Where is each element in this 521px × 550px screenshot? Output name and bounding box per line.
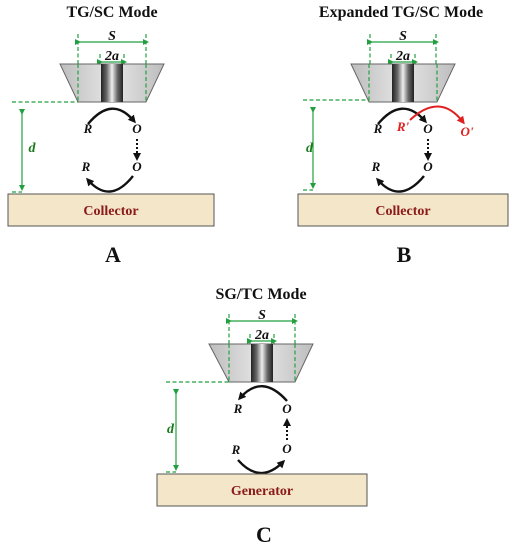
species-r-bottom: R [371,159,381,174]
panel-letter: C [256,522,272,547]
species-o-top: O [132,121,142,136]
species-o-top: O [282,401,292,416]
tip-diameter-dimension: 2a [388,49,418,65]
panel-a-title: TG/SC Mode [66,4,157,21]
distance-dimension: d [166,381,229,473]
substrate-collector [7,193,215,227]
species-o-bottom: O [132,159,142,174]
oxidation-arrow-top [87,107,136,125]
reduction-arrow-bottom [86,175,134,193]
distance-label: d [306,141,314,156]
panel-b-title: Expanded TG/SC Mode [319,4,483,21]
substrate-label: Generator [231,484,293,499]
panel-a: TG/SC Mode S 2a d R O [7,4,215,267]
species-r-bottom: R [81,159,91,174]
tip-diameter-label: 2a [395,49,410,64]
substrate-label: Collector [83,204,138,219]
reduction-arrow-bottom [376,175,425,193]
distance-dimension: d [303,99,369,191]
species-r-top: R [233,401,243,416]
oxidation-arrow-bottom [237,459,286,475]
distance-label: d [167,422,175,437]
substrate-collector [297,193,509,227]
spacing-label: S [258,308,266,323]
species-r-bottom: R [231,442,241,457]
tip-diameter-label: 2a [104,49,119,64]
panel-letter: B [397,242,412,267]
reduction-arrow-top [238,385,288,402]
species-r-top: R [83,121,93,136]
tip-diameter-dimension: 2a [97,49,127,65]
species-r-top: R [373,121,383,136]
side-reaction-arrow [409,105,465,125]
probe-tip-electrode [101,64,123,102]
panel-b: Expanded TG/SC Mode S 2a d R O R' [297,4,509,267]
spacing-label: S [108,29,116,44]
species-o-bottom: O [282,441,292,456]
species-o-top: O [423,121,433,136]
tip-diameter-label: 2a [254,328,269,343]
species-o-bottom: O [423,159,433,174]
substrate-label: Collector [375,204,430,219]
species-o-prime: O' [461,124,474,139]
distance-label: d [29,141,37,156]
substrate-generator [156,473,368,507]
probe-tip-electrode [251,344,273,382]
spacing-label: S [399,29,407,44]
oxidation-arrow-top [377,107,427,125]
panel-c: SG/TC Mode S 2a d R O R O [156,286,368,547]
species-r-prime: R' [396,119,410,134]
tip-diameter-dimension: 2a [247,328,277,344]
probe-tip-electrode [392,64,414,102]
panel-letter: A [105,242,121,267]
panel-c-title: SG/TC Mode [215,286,306,303]
distance-dimension: d [12,101,78,193]
